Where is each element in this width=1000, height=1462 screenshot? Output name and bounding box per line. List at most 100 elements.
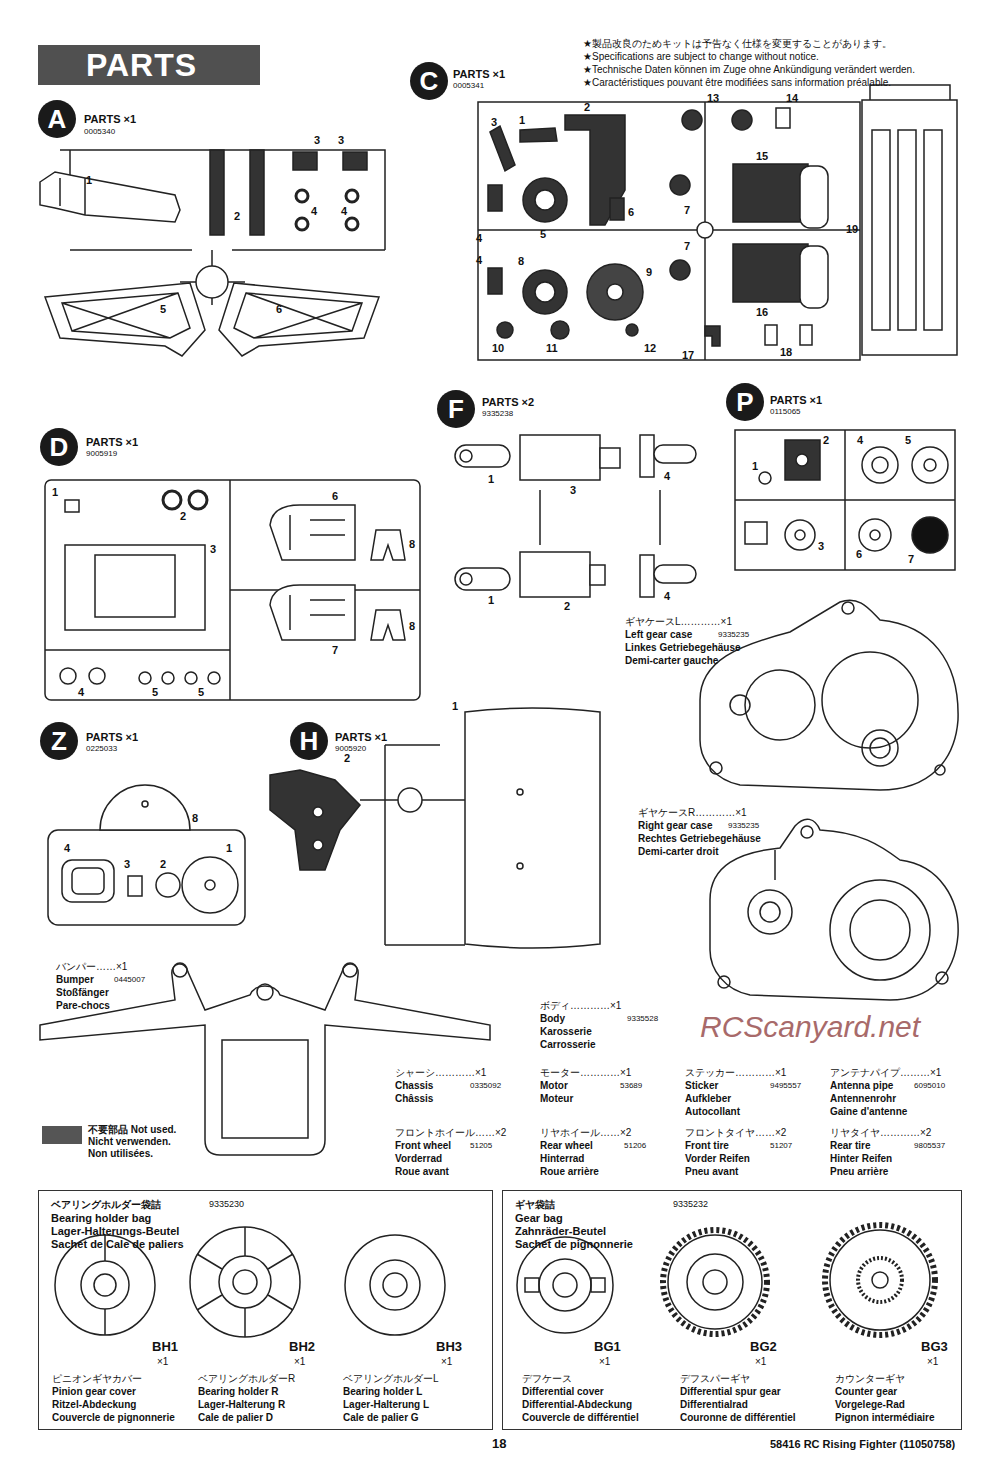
- part-label: ベアリングホルダーL: [343, 1373, 439, 1385]
- part-label: BG2: [750, 1340, 777, 1355]
- part-label: Rechtes Getriebegehäuse: [638, 833, 761, 845]
- part-label: Cale de palier D: [198, 1412, 273, 1424]
- part-label: BG1: [594, 1340, 621, 1355]
- watermark: RCScanyard.net: [700, 1010, 920, 1045]
- part-label: Differential spur gear: [680, 1386, 781, 1398]
- callout-number: 5: [152, 686, 158, 699]
- callout-number: 8: [409, 620, 415, 633]
- part-label: 0005340: [84, 127, 115, 136]
- callout-number: 1: [488, 473, 494, 486]
- callout-number: 7: [684, 240, 690, 253]
- callout-number: 3: [818, 540, 824, 553]
- part-label: Roue arrière: [540, 1166, 599, 1178]
- sprue-letter-text: A: [48, 106, 67, 132]
- part-label: フロントホイール……×2: [395, 1127, 506, 1139]
- part-label: Hinterrad: [540, 1153, 584, 1165]
- callout-number: 1: [52, 486, 58, 499]
- part-label: 53689: [620, 1081, 642, 1090]
- callout-number: 1: [752, 460, 758, 473]
- part-label: Bearing holder L: [343, 1386, 422, 1398]
- callout-number: 18: [780, 346, 792, 359]
- part-label: Pare-chocs: [56, 1000, 110, 1012]
- part-label: Pneu arrière: [830, 1166, 888, 1178]
- part-label: 51206: [624, 1141, 646, 1150]
- callout-number: 8: [518, 255, 524, 268]
- part-label: BH2: [289, 1340, 315, 1355]
- part-label: PARTS ×1: [770, 394, 822, 407]
- part-label: Demi-carter gauche: [625, 655, 718, 667]
- part-label: 9495557: [770, 1081, 801, 1090]
- callout-number: 1: [86, 174, 92, 187]
- part-label: ギヤケースL…………×1: [625, 616, 732, 628]
- part-label: Right gear case: [638, 820, 712, 832]
- part-label: ボディ…………×1: [540, 1000, 621, 1012]
- part-label: BH1: [152, 1340, 178, 1355]
- part-label: Stoßfänger: [56, 987, 109, 999]
- part-label: PARTS ×1: [335, 731, 387, 744]
- part-label: ★Specifications are subject to change wi…: [583, 51, 819, 63]
- part-label: Antennenrohr: [830, 1093, 896, 1105]
- callout-number: 13: [707, 92, 719, 105]
- part-label: モーター…………×1: [540, 1067, 631, 1079]
- sprue-letter-text: Z: [51, 728, 67, 754]
- part-label: Front tire: [685, 1140, 729, 1152]
- part-label: Lager-Halterung L: [343, 1399, 429, 1411]
- callout-number: 7: [908, 553, 914, 566]
- part-label: Motor: [540, 1080, 568, 1092]
- part-label: Lager-Halterung R: [198, 1399, 285, 1411]
- callout-number: 3: [491, 116, 497, 129]
- part-label: バンパー……×1: [56, 961, 127, 973]
- callout-number: 2: [584, 101, 590, 114]
- part-label: ×1: [441, 1356, 452, 1368]
- callout-number: 6: [856, 548, 862, 561]
- part-label: Rear wheel: [540, 1140, 593, 1152]
- sprue-letter-text: C: [420, 68, 439, 94]
- part-label: Karosserie: [540, 1026, 592, 1038]
- part-label: ベアリングホルダーR: [198, 1373, 295, 1385]
- part-label: BH3: [436, 1340, 462, 1355]
- callout-number: 16: [756, 306, 768, 319]
- part-number: 9335230: [209, 1199, 244, 1209]
- part-label: 9005919: [86, 449, 117, 458]
- bag-heading: Zahnräder-Beutel: [515, 1225, 606, 1238]
- part-label: Sticker: [685, 1080, 718, 1092]
- part-label: Differential cover: [522, 1386, 604, 1398]
- part-label: ★Caractéristiques pouvant être modifiées…: [583, 77, 891, 89]
- callout-number: 14: [786, 92, 798, 105]
- callout-number: 4: [476, 254, 482, 267]
- sprue-letter: F: [437, 390, 475, 428]
- callout-number: 4: [64, 842, 70, 855]
- callout-number: 2: [234, 210, 240, 223]
- callout-number: 8: [409, 538, 415, 551]
- header-title: PARTS: [86, 49, 197, 81]
- part-label: Châssis: [395, 1093, 433, 1105]
- part-label: ×1: [294, 1356, 305, 1368]
- part-label: 0225033: [86, 744, 117, 753]
- callout-number: 1: [226, 842, 232, 855]
- part-label: ピニオンギヤカバー: [52, 1373, 142, 1385]
- part-label: 9335235: [718, 630, 749, 639]
- callout-number: 6: [276, 303, 282, 316]
- callout-number: 7: [332, 644, 338, 657]
- callout-number: 4: [664, 590, 670, 603]
- part-label: アンテナパイプ………×1: [830, 1067, 941, 1079]
- part-label: Hinter Reifen: [830, 1153, 892, 1165]
- callout-number: 2: [823, 434, 829, 447]
- part-label: Couronne de différentiel: [680, 1412, 796, 1424]
- callout-number: 2: [180, 510, 186, 523]
- bag-heading: Sachet de pignonnerie: [515, 1238, 633, 1251]
- part-label: デフケース: [522, 1373, 572, 1385]
- part-label: Moteur: [540, 1093, 573, 1105]
- part-label: ★Technische Daten können im Zuge ohne An…: [583, 64, 915, 76]
- part-label: PARTS ×1: [86, 731, 138, 744]
- part-label: Ritzel-Abdeckung: [52, 1399, 136, 1411]
- part-label: リヤタイヤ…………×2: [830, 1127, 931, 1139]
- sprue-letter: Z: [40, 722, 78, 760]
- callout-number: 5: [160, 303, 166, 316]
- callout-number: 15: [756, 150, 768, 163]
- part-label: Antenna pipe: [830, 1080, 893, 1092]
- part-label: Body: [540, 1013, 565, 1025]
- part-label: 18: [492, 1437, 506, 1452]
- part-label: 0115065: [770, 407, 801, 416]
- part-label: Aufkleber: [685, 1093, 731, 1105]
